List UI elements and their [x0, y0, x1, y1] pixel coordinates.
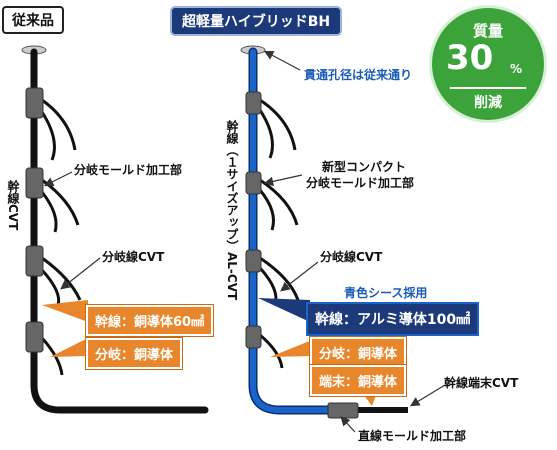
terminal-arrow — [409, 384, 446, 407]
left-branch-mold — [25, 167, 44, 199]
right-terminal-box: 端末：銅導体 — [308, 364, 408, 397]
right-branch — [258, 189, 275, 231]
left-branch — [41, 178, 80, 226]
left-branch-mold-label: 分岐モールド加工部 — [74, 163, 183, 177]
left-mold-arrow — [43, 171, 73, 187]
right-callout-pointer — [270, 340, 312, 357]
left-branch-box: 分岐：銅導体 — [84, 337, 184, 370]
right-branch — [258, 109, 274, 159]
right-compact-mold — [245, 325, 262, 349]
hybrid-title: 超軽量ハイブリッドBH — [170, 6, 343, 36]
badge-value: 30 — [446, 38, 494, 78]
left-trunk-label: 幹線CVT — [6, 180, 20, 231]
left-branch — [40, 336, 64, 376]
right-trunk-label: 幹線（１サイズアップ）AL-CVT — [225, 120, 239, 301]
compact-mold-arrow — [263, 174, 303, 187]
compact-mold-label-line1: 新型コンパクト — [322, 160, 407, 174]
left-branch-mold — [25, 321, 44, 353]
left-branch — [41, 256, 82, 301]
right-branch — [259, 98, 297, 151]
straight-mold-arrow — [340, 416, 356, 433]
right-branch-cable-label: 分岐線CVT — [320, 250, 383, 264]
badge-bottom-label: 削減 — [474, 95, 502, 111]
right-compact-mold — [245, 249, 262, 273]
navy-callout-pointer — [258, 298, 310, 322]
straight-mold-label: 直線モールド加工部 — [358, 429, 467, 443]
badge-divider — [450, 87, 526, 89]
hole-label: 貫通孔径は従来通り — [304, 68, 413, 82]
left-cable-assembly — [21, 45, 209, 414]
weight-reduction-badge: 質量 30 % 削減 — [432, 8, 544, 120]
hole-arrow — [263, 50, 301, 71]
left-callout-pointer — [50, 338, 88, 357]
sheath-label: 青色シース採用 — [344, 286, 428, 300]
left-branch — [41, 98, 77, 151]
right-branch — [259, 256, 300, 301]
left-branch-mold — [25, 245, 44, 277]
right-branch-arrow — [280, 261, 319, 292]
right-trunk-box: 幹線：アルミ導体100㎟ — [306, 302, 480, 336]
right-compact-mold — [245, 91, 262, 115]
badge-top-label: 質量 — [472, 22, 503, 40]
left-trunk-cable — [30, 48, 209, 414]
left-trunk-box: 幹線：銅導体60㎟ — [84, 304, 215, 337]
left-branch — [40, 268, 61, 306]
straight-mold — [327, 402, 359, 419]
left-branch-mold — [25, 87, 44, 119]
right-branch — [259, 178, 299, 226]
badge-unit: % — [510, 62, 523, 76]
right-compact-mold — [245, 171, 262, 195]
right-branch — [259, 333, 284, 369]
left-branch-cable-label: 分岐線CVT — [102, 250, 165, 264]
left-branch-arrow — [60, 257, 101, 290]
left-branch — [40, 191, 58, 233]
left-branch — [40, 111, 56, 161]
right-branch-box: 分岐：銅導体 — [308, 336, 408, 369]
terminal-cable-label: 幹線端末CVT — [444, 376, 519, 390]
conventional-title: 従来品 — [2, 6, 64, 34]
right-trunk-cable — [250, 49, 333, 413]
compact-mold-label-line2: 分岐モールド加工部 — [306, 176, 415, 190]
left-callout-pointer — [42, 300, 88, 322]
